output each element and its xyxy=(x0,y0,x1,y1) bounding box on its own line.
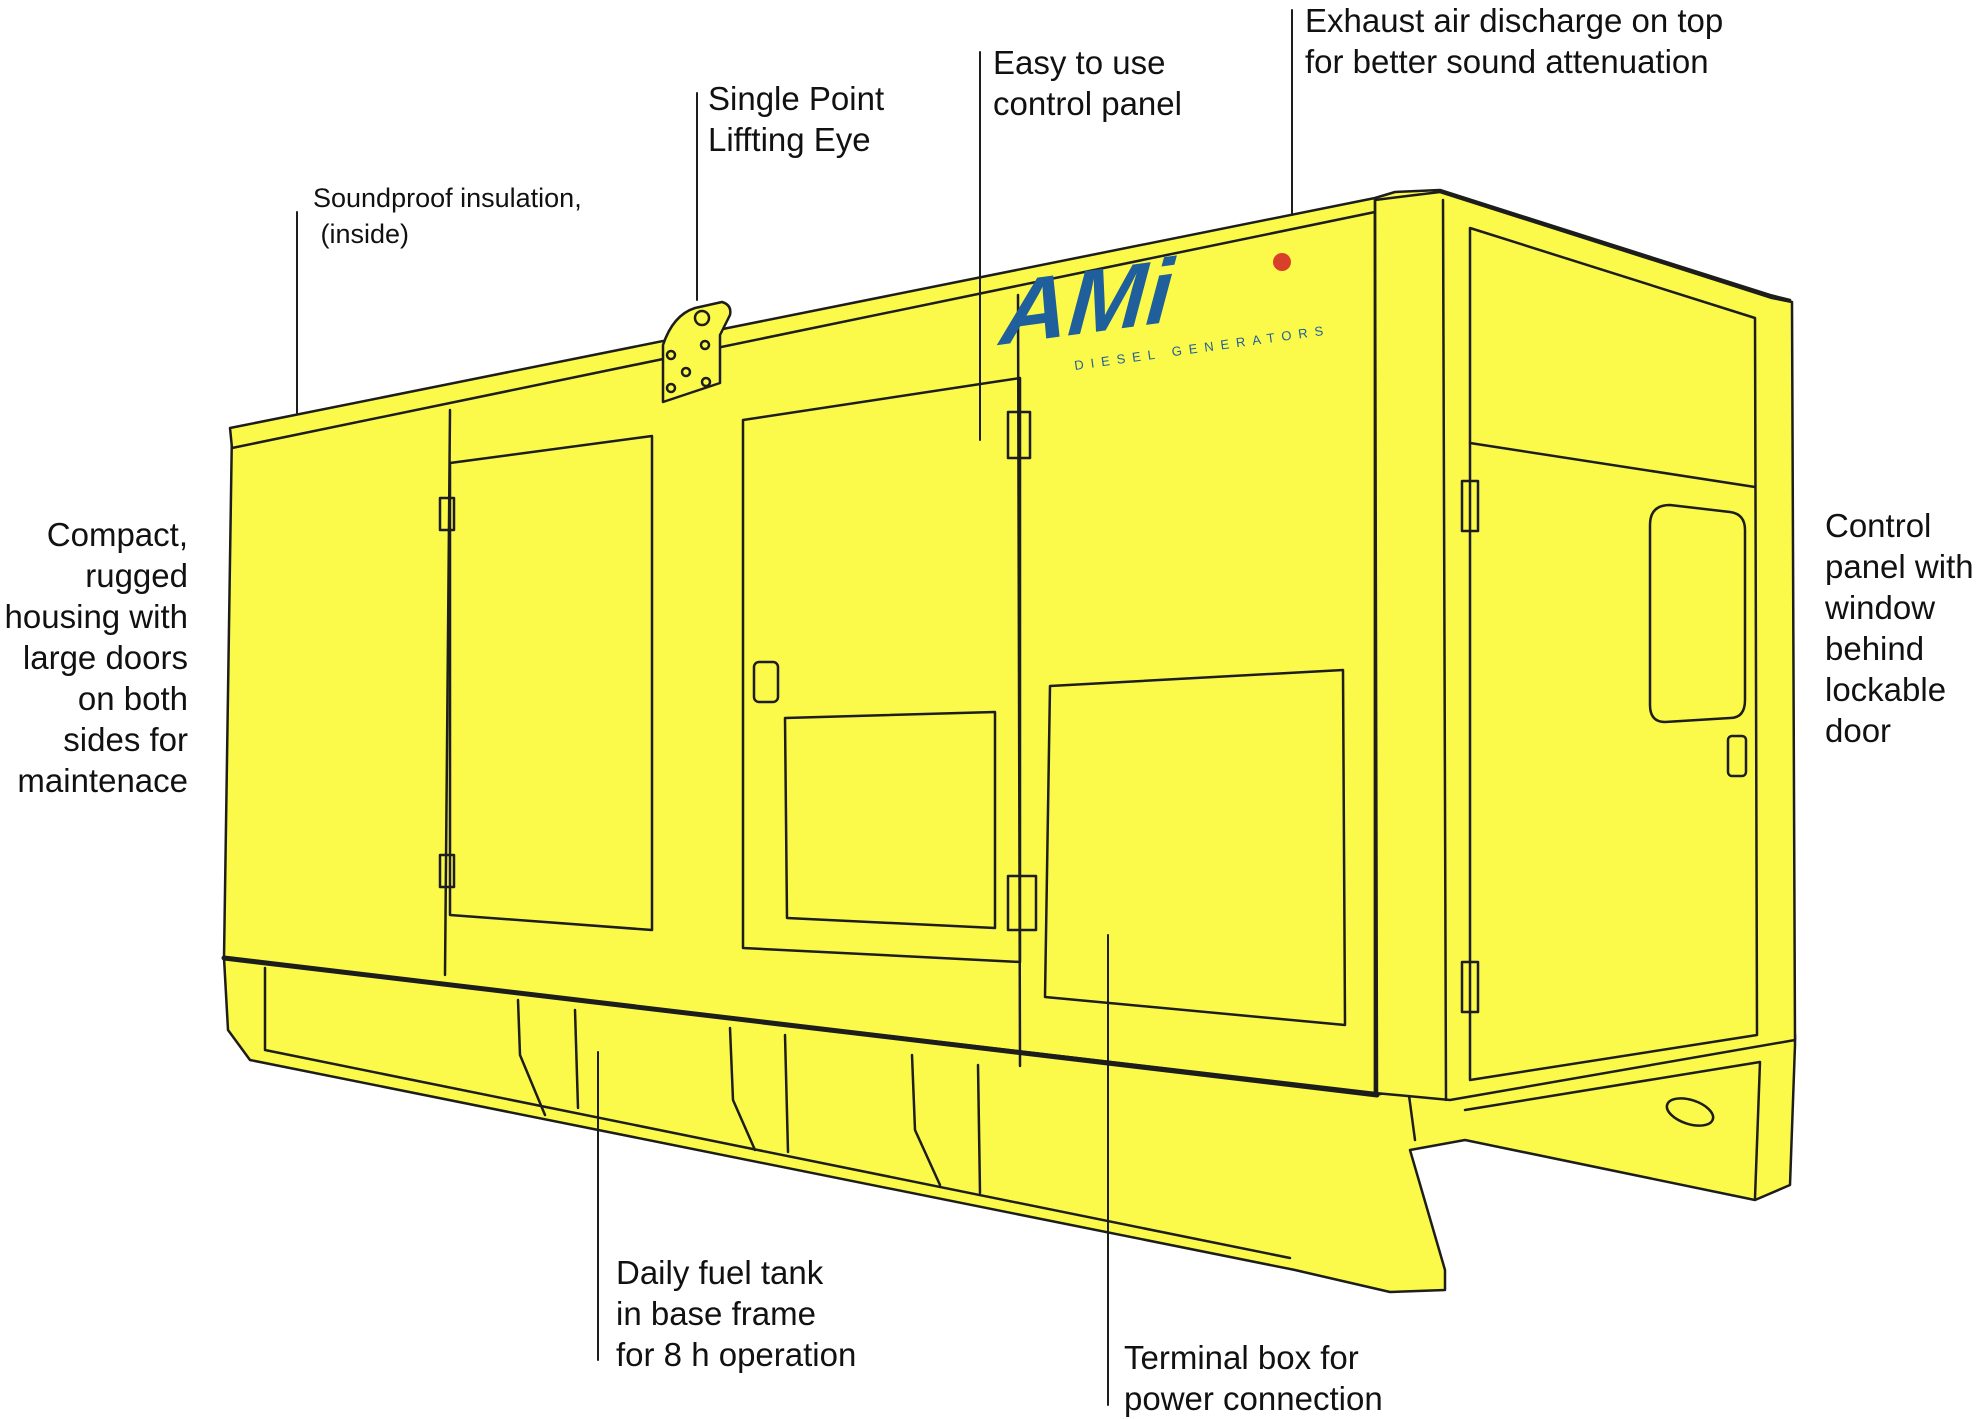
latch-1 xyxy=(752,660,780,704)
base-frame-pocket-1 xyxy=(516,998,547,1117)
hinge-3 xyxy=(1006,410,1032,460)
label-lifting-eye: Single Point Liffting Eye xyxy=(708,80,885,158)
side-inner-frame xyxy=(1468,226,1759,1082)
housing-side xyxy=(1373,190,1797,1102)
label-terminal-box: Terminal box for power connection xyxy=(1124,1339,1383,1417)
lifting-eye-hole-top xyxy=(693,309,711,327)
lifting-eye-bolt-3 xyxy=(680,366,692,378)
label-exhaust: Exhaust air discharge on top for better … xyxy=(1305,2,1724,80)
base-frame-pocket-3 xyxy=(728,1026,757,1152)
base-frame-pocket-5 xyxy=(910,1053,942,1187)
side-hinge-1 xyxy=(1460,479,1480,533)
lifting-eye-bolt-2 xyxy=(699,339,711,351)
lifting-eye-bolt-1 xyxy=(665,349,677,361)
center-inner-panel xyxy=(783,710,997,930)
housing-roof-rim xyxy=(228,188,1792,450)
base-frame-pocket-6 xyxy=(976,1063,982,1195)
hinge-2 xyxy=(438,853,456,889)
side-upper-divider xyxy=(1468,441,1757,489)
corner-post xyxy=(1373,198,1448,1102)
lifting-eye-bolt-4 xyxy=(665,382,677,394)
base-frame-lip xyxy=(263,966,1292,1260)
side-latch xyxy=(1726,734,1748,778)
lifting-eye-bolt-5 xyxy=(700,376,712,388)
hinge-1 xyxy=(438,496,456,532)
hinge-4 xyxy=(1006,874,1038,932)
label-soundproof: Soundproof insulation, (inside) xyxy=(313,183,582,249)
logo-mark: AMi xyxy=(995,239,1178,365)
label-control-panel: Easy to use control panel xyxy=(993,44,1182,122)
side-hinge-2 xyxy=(1460,960,1480,1014)
logo-flame-icon xyxy=(1273,253,1291,271)
housing-front xyxy=(222,198,1377,1095)
terminal-box-panel xyxy=(1043,668,1347,1027)
control-panel-window xyxy=(1648,503,1747,724)
lifting-eye xyxy=(661,300,732,404)
bottom-edge xyxy=(221,955,1380,1098)
label-control-window: Control panel with window behind lockabl… xyxy=(1825,507,1974,749)
left-door xyxy=(448,434,654,932)
forklift-slot xyxy=(1665,1097,1715,1127)
base-frame-pocket-4 xyxy=(783,1033,790,1154)
label-fuel-tank: Daily fuel tank in base frame for 8 h op… xyxy=(616,1254,857,1373)
center-door xyxy=(741,376,1022,964)
base-frame-pocket-2 xyxy=(573,1008,580,1110)
label-housing: Compact, rugged housing with large doors… xyxy=(4,516,188,799)
